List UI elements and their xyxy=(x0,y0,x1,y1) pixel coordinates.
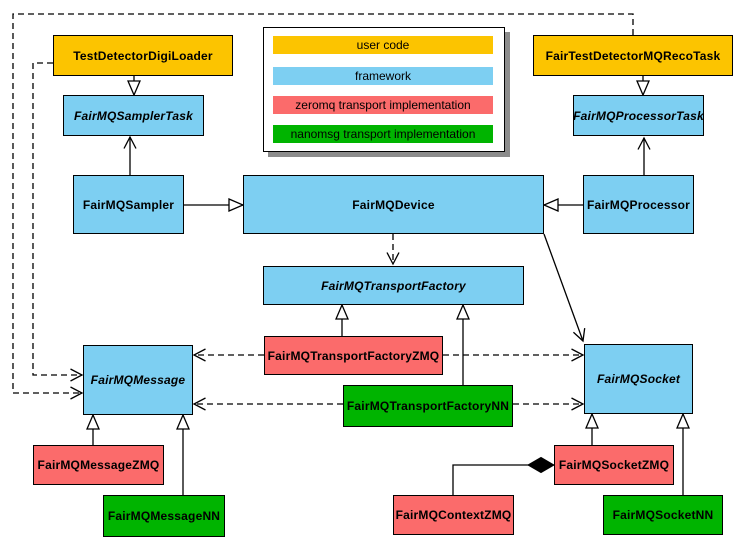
legend-item-nanomsg: nanomsg transport implementation xyxy=(273,125,493,143)
node-fairmq-transport-factory-nn: FairMQTransportFactoryNN xyxy=(343,385,513,427)
node-fairmq-processor: FairMQProcessor xyxy=(583,175,694,234)
node-fairmq-message-nn: FairMQMessageNN xyxy=(103,495,225,537)
node-test-detector-digi-loader: TestDetectorDigiLoader xyxy=(53,35,233,76)
node-fairmq-socket: FairMQSocket xyxy=(584,344,693,414)
node-fairmq-device: FairMQDevice xyxy=(243,175,544,234)
legend: user code framework zeromq transport imp… xyxy=(263,27,505,152)
node-fairmq-message-zmq: FairMQMessageZMQ xyxy=(33,445,164,485)
node-fairmq-message: FairMQMessage xyxy=(83,345,193,415)
node-fairmq-sampler: FairMQSampler xyxy=(73,175,184,234)
node-fairmq-transport-factory: FairMQTransportFactory xyxy=(263,266,524,305)
node-fairmq-context-zmq: FairMQContextZMQ xyxy=(393,495,514,535)
legend-item-framework: framework xyxy=(273,67,493,85)
legend-item-zeromq: zeromq transport implementation xyxy=(273,96,493,114)
node-fairmq-transport-factory-zmq: FairMQTransportFactoryZMQ xyxy=(264,336,443,375)
node-fairmq-processor-task: FairMQProcessorTask xyxy=(573,95,704,136)
node-fair-test-detector-mq-reco-task: FairTestDetectorMQRecoTask xyxy=(533,35,733,76)
legend-item-user-code: user code xyxy=(273,36,493,54)
node-fairmq-sampler-task: FairMQSamplerTask xyxy=(63,95,204,136)
node-fairmq-socket-zmq: FairMQSocketZMQ xyxy=(554,445,674,485)
node-fairmq-socket-nn: FairMQSocketNN xyxy=(603,495,723,535)
